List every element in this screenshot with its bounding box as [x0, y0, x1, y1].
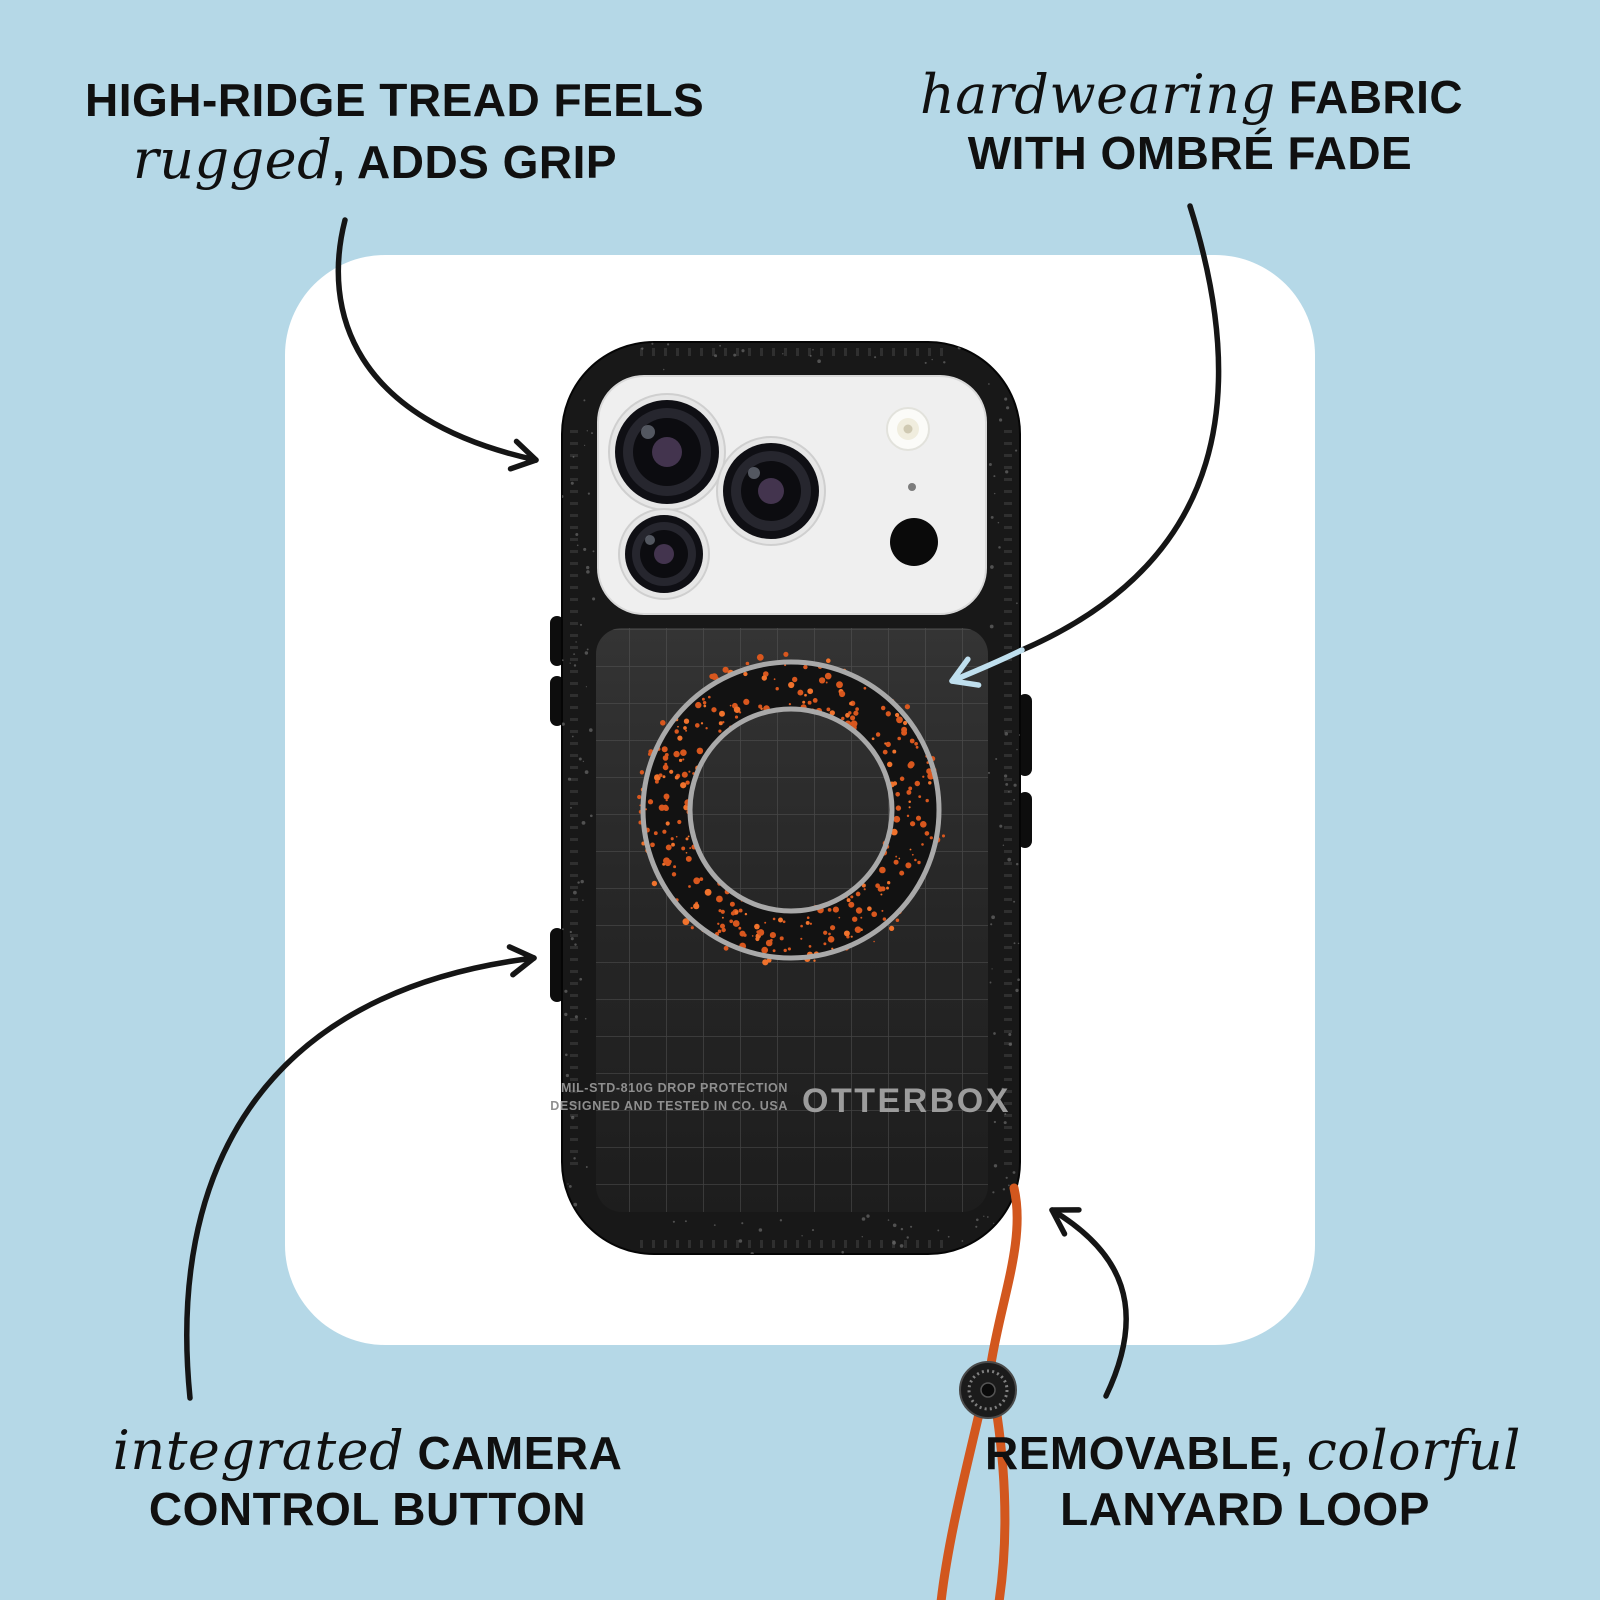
camera-lens-2: [716, 436, 826, 546]
annotation-top-right: hardwearing FABRIC WITH OMBRÉ FADE: [920, 62, 1463, 183]
case-print: MIL-STD-810G DROP PROTECTION DESIGNED AN…: [550, 1081, 1011, 1120]
annotation-text-italic: integrated: [112, 1419, 405, 1482]
lanyard: [936, 1183, 1022, 1600]
side-button-right-2: [1018, 792, 1032, 848]
lanyard-cord-right: [992, 1410, 1010, 1600]
annotation-line: WITH OMBRÉ FADE: [920, 128, 1460, 180]
otterbox-logo: OTTERBOX: [802, 1082, 1011, 1120]
annotation-text-bold: CAMERA: [404, 1427, 623, 1479]
magsafe-inner-line: [687, 706, 895, 914]
lanyard-cord-upper: [986, 1183, 1022, 1369]
arrow-hardwearing-fabric-tip: [949, 647, 1025, 688]
annotation-top-left: HIGH-RIDGE TREAD FEELS rugged, ADDS GRIP: [85, 72, 704, 193]
lidar-sensor: [890, 518, 938, 566]
annotation-line: rugged, ADDS GRIP: [85, 127, 665, 191]
magsafe-speckles: [637, 651, 946, 966]
phone-case: MIL-STD-810G DROP PROTECTION DESIGNED AN…: [550, 341, 1032, 1255]
lanyard-toggle: [959, 1361, 1017, 1419]
lanyard-cord-left: [936, 1409, 984, 1600]
annotation-line: LANYARD LOOP: [985, 1484, 1505, 1536]
arrow-high-ridge-tread: [335, 217, 539, 472]
annotation-text-bold: , ADDS GRIP: [332, 135, 618, 188]
annotation-line: hardwearing FABRIC: [920, 63, 1463, 126]
camera-module: [597, 375, 987, 615]
annotation-arrows: [184, 203, 1222, 1401]
magsafe-ring: [637, 651, 946, 966]
side-button-left-2: [550, 676, 564, 726]
annotation-line: HIGH-RIDGE TREAD FEELS: [85, 74, 704, 127]
annotation-text-bold: REMOVABLE,: [985, 1427, 1307, 1479]
annotation-line: CONTROL BUTTON: [95, 1484, 640, 1536]
annotation-text-bold: LANYARD LOOP: [1060, 1483, 1430, 1536]
camera-lens-3: [618, 508, 710, 600]
camera-control-button: [550, 928, 564, 1002]
annotation-bottom-right: REMOVABLE, colorful LANYARD LOOP: [985, 1418, 1520, 1539]
spec-text-line1: MIL-STD-810G DROP PROTECTION: [561, 1081, 788, 1095]
arrow-lanyard-loop: [1049, 1207, 1129, 1399]
annotation-text-bold: WITH OMBRÉ FADE: [967, 127, 1413, 180]
annotation-line: integrated CAMERA: [95, 1419, 640, 1482]
arrow-camera-control: [184, 944, 537, 1401]
side-button-left-1: [550, 616, 564, 666]
annotation-text-italic: colorful: [1306, 1419, 1521, 1482]
flash: [886, 407, 930, 451]
lens-glint: [645, 535, 655, 545]
arrow-hardwearing-fabric-outer: [1019, 203, 1222, 653]
annotation-text-bold: FABRIC: [1275, 71, 1464, 123]
magsafe-outer-line: [640, 659, 942, 961]
camera-lens-1: [608, 393, 726, 511]
annotation-bottom-left: integrated CAMERA CONTROL BUTTON: [95, 1418, 640, 1539]
annotation-text-italic: hardwearing: [920, 63, 1276, 126]
lens-glint: [748, 467, 760, 479]
annotation-text-bold: HIGH-RIDGE TREAD FEELS: [85, 74, 705, 126]
spec-text-line2: DESIGNED AND TESTED IN CO. USA: [550, 1099, 788, 1113]
lens-glint: [641, 425, 655, 439]
case-speckles: [562, 342, 1020, 1254]
annotation-text-italic: rugged: [132, 127, 333, 191]
annotation-text-bold: CONTROL BUTTON: [148, 1483, 587, 1536]
annotation-line: REMOVABLE, colorful: [985, 1420, 1520, 1481]
mic-dot: [908, 483, 916, 491]
side-button-right-1: [1018, 694, 1032, 776]
